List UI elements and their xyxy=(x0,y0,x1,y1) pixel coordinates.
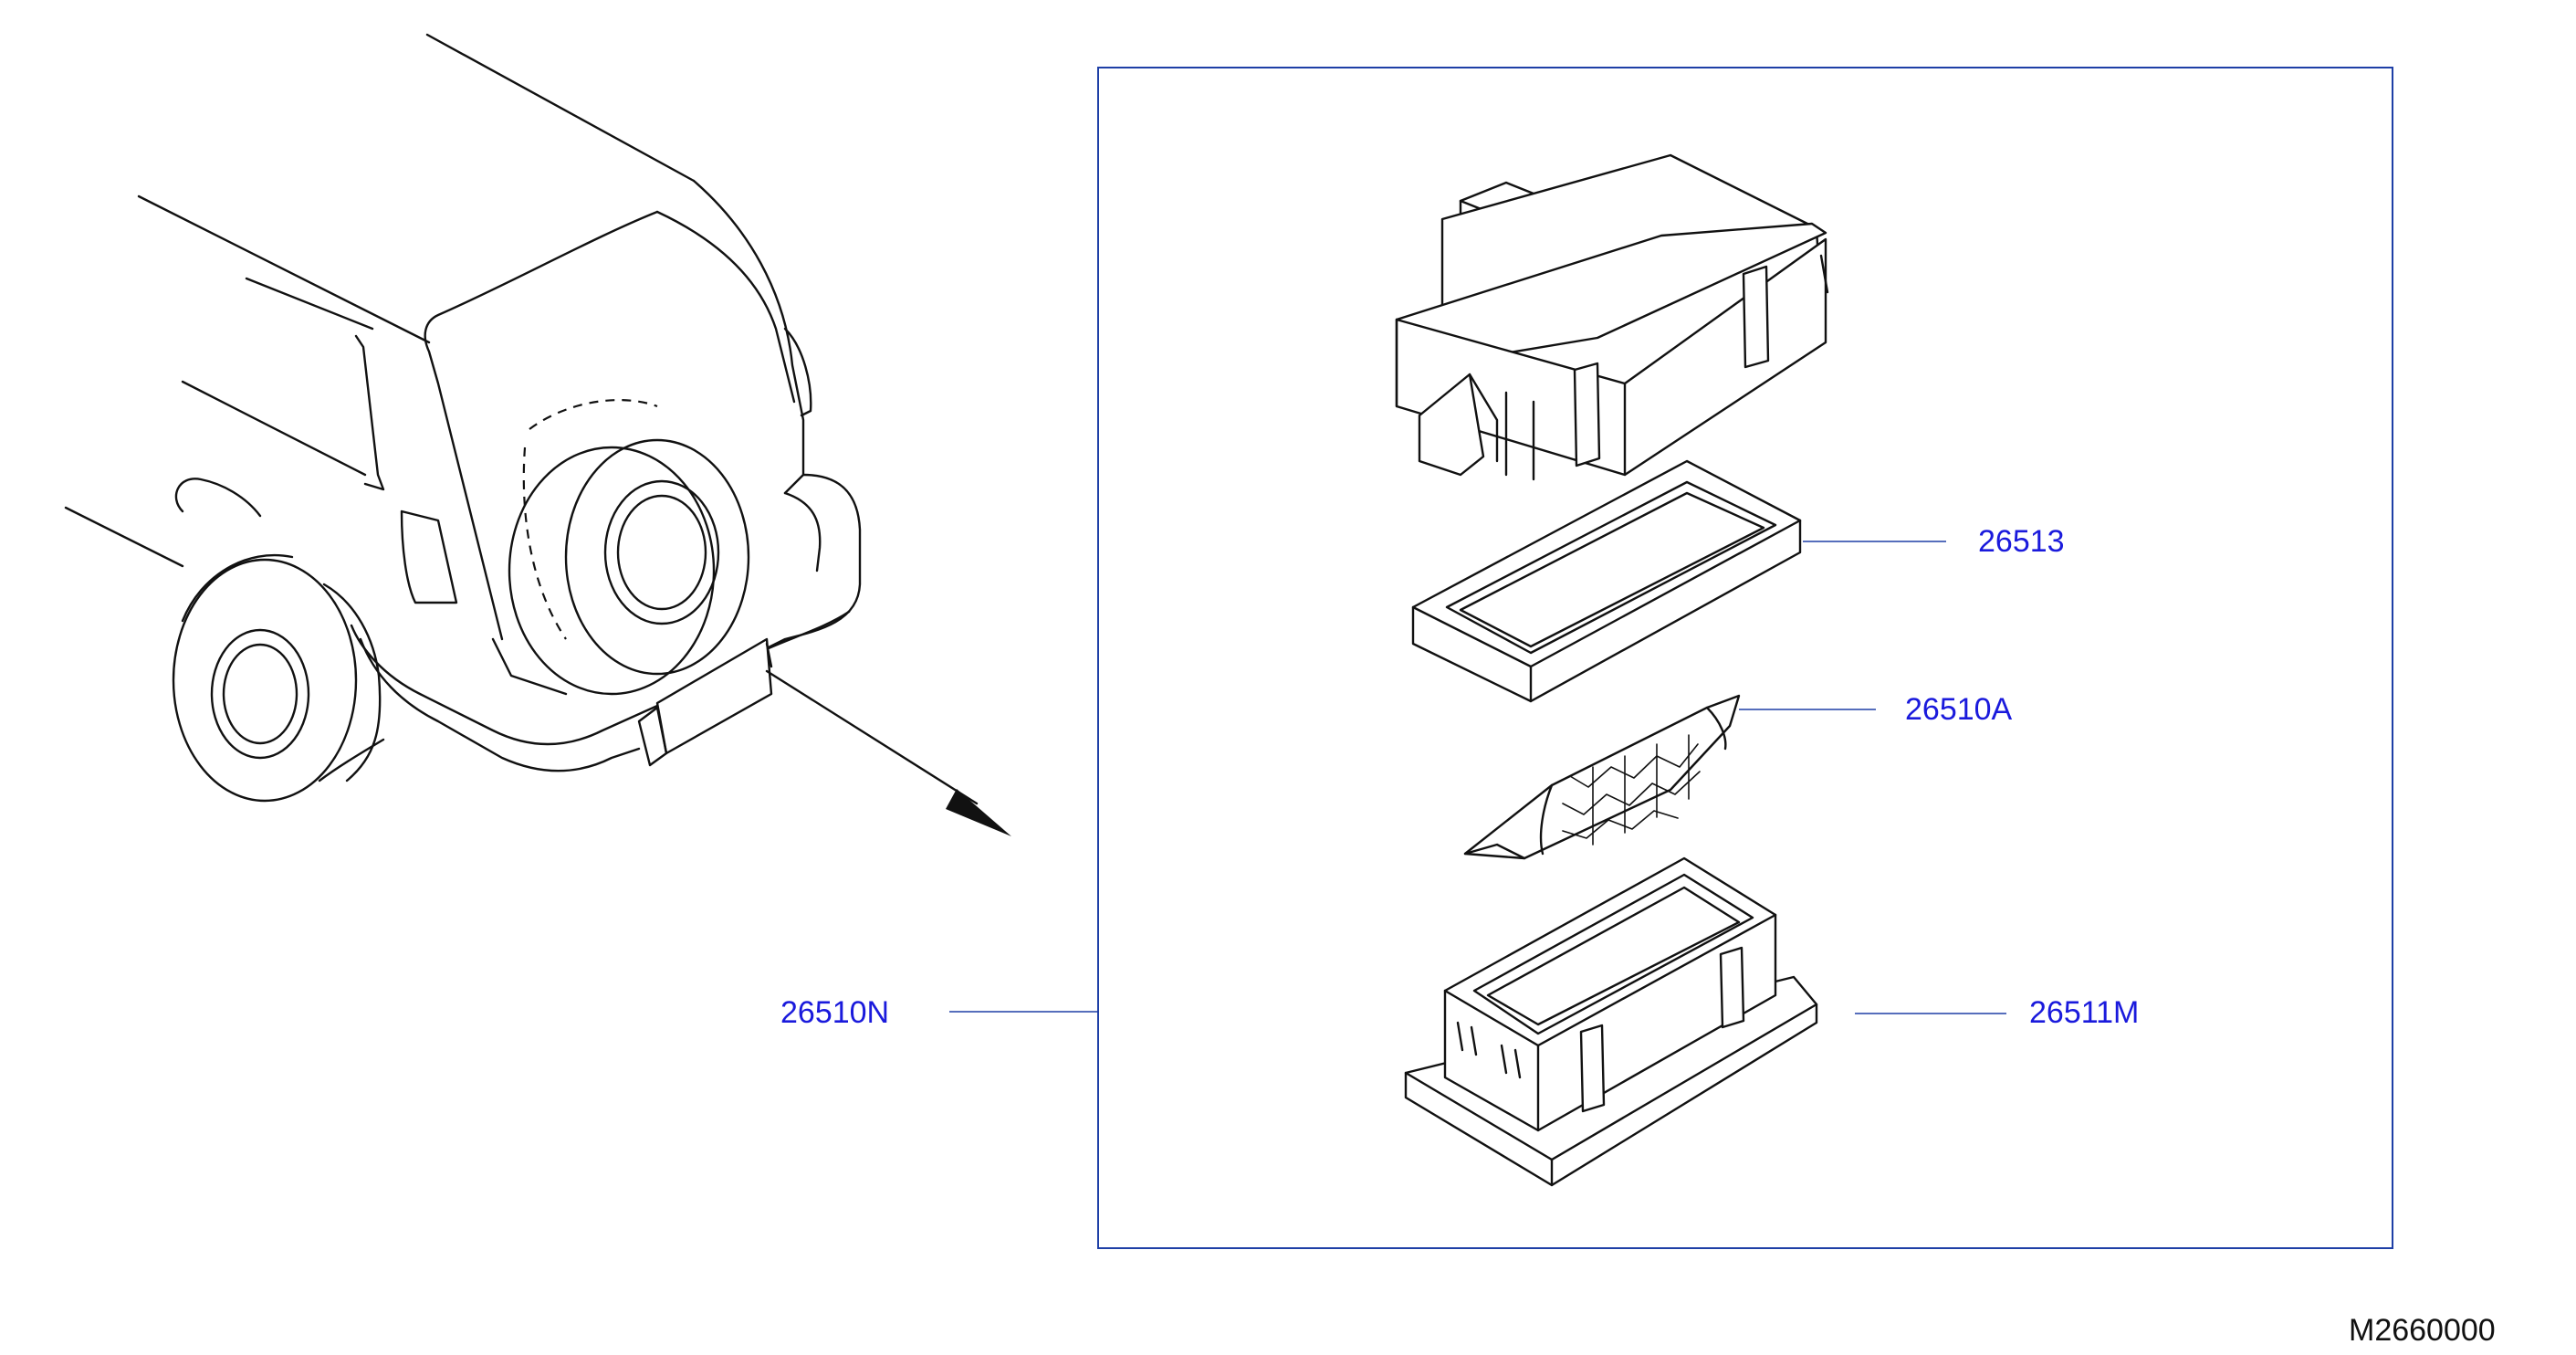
part-label-26511M: 26511M xyxy=(2029,995,2139,1030)
lamp-lens-base-illustration xyxy=(1404,856,1818,1187)
leader-lines xyxy=(949,541,2006,1014)
lamp-housing-illustration xyxy=(1395,153,1829,481)
bulb-illustration xyxy=(1463,694,1741,860)
vehicle-rear-illustration xyxy=(64,33,1011,836)
part-label-26513: 26513 xyxy=(1978,524,2065,559)
part-label-26510A: 26510A xyxy=(1905,692,2013,727)
diagram-code: M2660000 xyxy=(2349,1313,2496,1348)
gasket-illustration xyxy=(1411,459,1802,703)
parts-group-box xyxy=(1097,67,2393,1249)
part-label-26510N: 26510N xyxy=(780,995,889,1030)
